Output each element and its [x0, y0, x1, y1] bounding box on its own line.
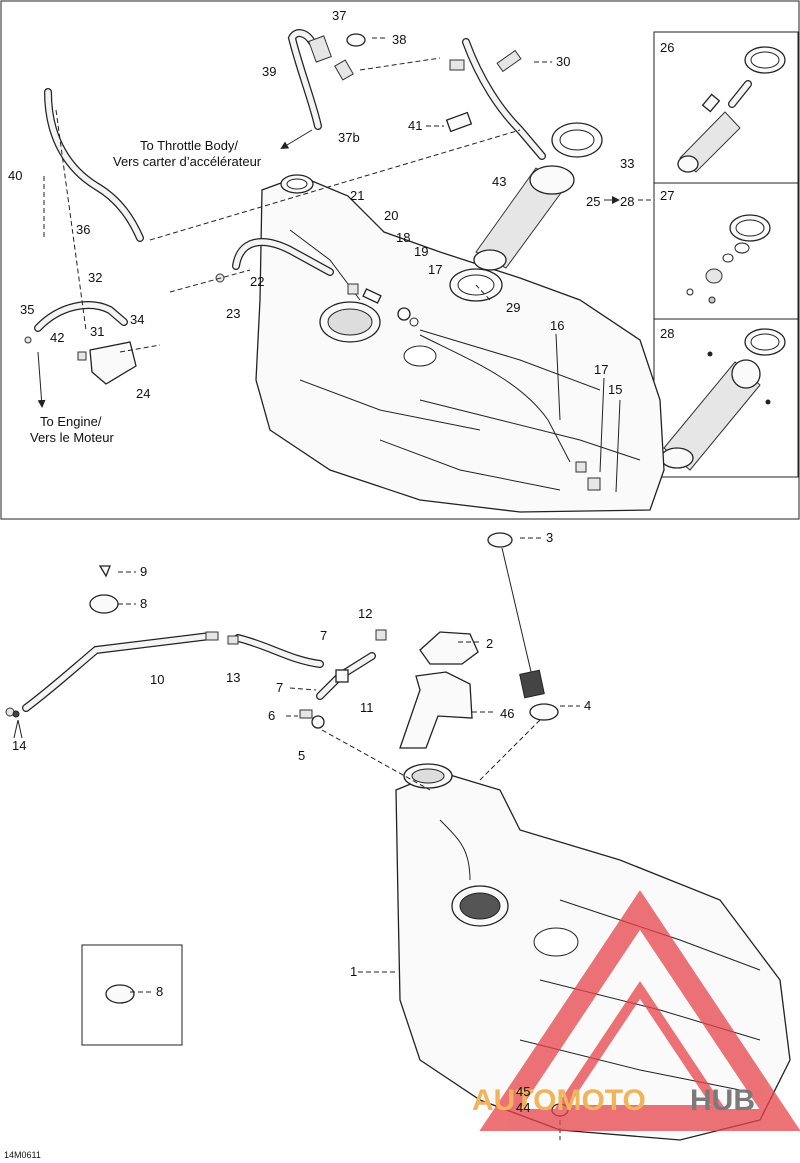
callout-32: 32	[88, 270, 102, 285]
callout-b9: 9	[140, 564, 147, 579]
callout-40: 40	[8, 168, 22, 183]
callout-31: 31	[90, 324, 104, 339]
note-engine-line2: Vers le Moteur	[30, 430, 114, 445]
callout-42: 42	[50, 330, 64, 345]
hose-10-13	[5, 629, 387, 729]
fuel-tank-upper	[255, 174, 665, 513]
tube-16	[419, 334, 601, 491]
leader-lines-top	[43, 57, 652, 493]
watermark-text-b: HUB	[690, 1084, 755, 1117]
callout-38: 38	[392, 32, 406, 47]
inset-27-box	[653, 182, 799, 320]
note-throttle-line1: To Throttle Body/	[140, 138, 238, 153]
dipstick	[487, 532, 545, 699]
top-frame	[0, 0, 800, 520]
hose-36	[44, 88, 144, 242]
watermark-logo	[479, 890, 800, 1131]
note-throttle-line2: Vers carter d’accélérateur	[113, 154, 262, 169]
callout-22: 22	[250, 274, 264, 289]
callout-b7b: 7	[276, 680, 283, 695]
inset-label-27: 27	[660, 188, 674, 203]
callout-23: 23	[226, 306, 240, 321]
callout-33: 33	[620, 156, 634, 171]
callout-20: 20	[384, 208, 398, 223]
callout-21: 21	[350, 188, 364, 203]
clamp-inset	[105, 984, 135, 1004]
inset-label-26: 26	[660, 40, 674, 55]
fuel-cap	[419, 631, 479, 665]
callout-b11: 11	[360, 700, 374, 715]
hose-upper-right	[445, 38, 546, 160]
callout-43: 43	[492, 174, 506, 189]
callout-37: 37	[332, 8, 346, 23]
callout-24: 24	[136, 386, 150, 401]
callout-19: 19	[414, 244, 428, 259]
fuel-pump-module	[449, 122, 603, 302]
callout-b8a: 8	[140, 596, 147, 611]
callout-b3: 3	[546, 530, 553, 545]
callout-39: 39	[262, 64, 276, 79]
inset-panels	[653, 31, 799, 478]
hose-37	[287, 29, 366, 130]
callout-b4: 4	[584, 698, 591, 713]
callout-41: 41	[408, 118, 422, 133]
screw	[98, 565, 111, 578]
callout-36: 36	[76, 222, 90, 237]
callout-b14: 14	[12, 738, 26, 753]
callout-b45: 45	[516, 1084, 530, 1099]
callout-29: 29	[506, 300, 520, 315]
callout-b6: 6	[268, 708, 275, 723]
diagram-id: 14M0611	[4, 1150, 41, 1160]
callout-b2: 2	[486, 636, 493, 651]
clamp-upper	[89, 594, 119, 614]
callout-17b: 17	[594, 362, 608, 377]
callout-17a: 17	[428, 262, 442, 277]
grommet	[529, 703, 559, 721]
callout-34: 34	[130, 312, 144, 327]
callout-25: 25	[586, 194, 600, 209]
callout-37b: 37b	[338, 130, 360, 145]
callout-b7a: 7	[320, 628, 327, 643]
callout-b12: 12	[358, 606, 372, 621]
callout-18: 18	[396, 230, 410, 245]
callout-15: 15	[608, 382, 622, 397]
callout-b46: 46	[500, 706, 514, 721]
callout-28-arrow: 28	[620, 194, 634, 209]
inset-label-28: 28	[660, 326, 674, 341]
callout-35: 35	[20, 302, 34, 317]
callout-b5: 5	[298, 748, 305, 763]
callout-b1: 1	[350, 964, 357, 979]
callout-b8b: 8	[156, 984, 163, 999]
callout-b13: 13	[226, 670, 240, 685]
leader-lines-bottom	[321, 719, 561, 1140]
bracket	[399, 671, 473, 749]
callout-b10: 10	[150, 672, 164, 687]
hose-32	[24, 301, 137, 385]
callout-30: 30	[556, 54, 570, 69]
callout-leaders	[13, 37, 580, 993]
callout-16: 16	[550, 318, 564, 333]
note-engine-line1: To Engine/	[40, 414, 102, 429]
watermark-text-a: AUTOMOTO	[472, 1084, 646, 1117]
callout-b44: 44	[516, 1100, 530, 1115]
